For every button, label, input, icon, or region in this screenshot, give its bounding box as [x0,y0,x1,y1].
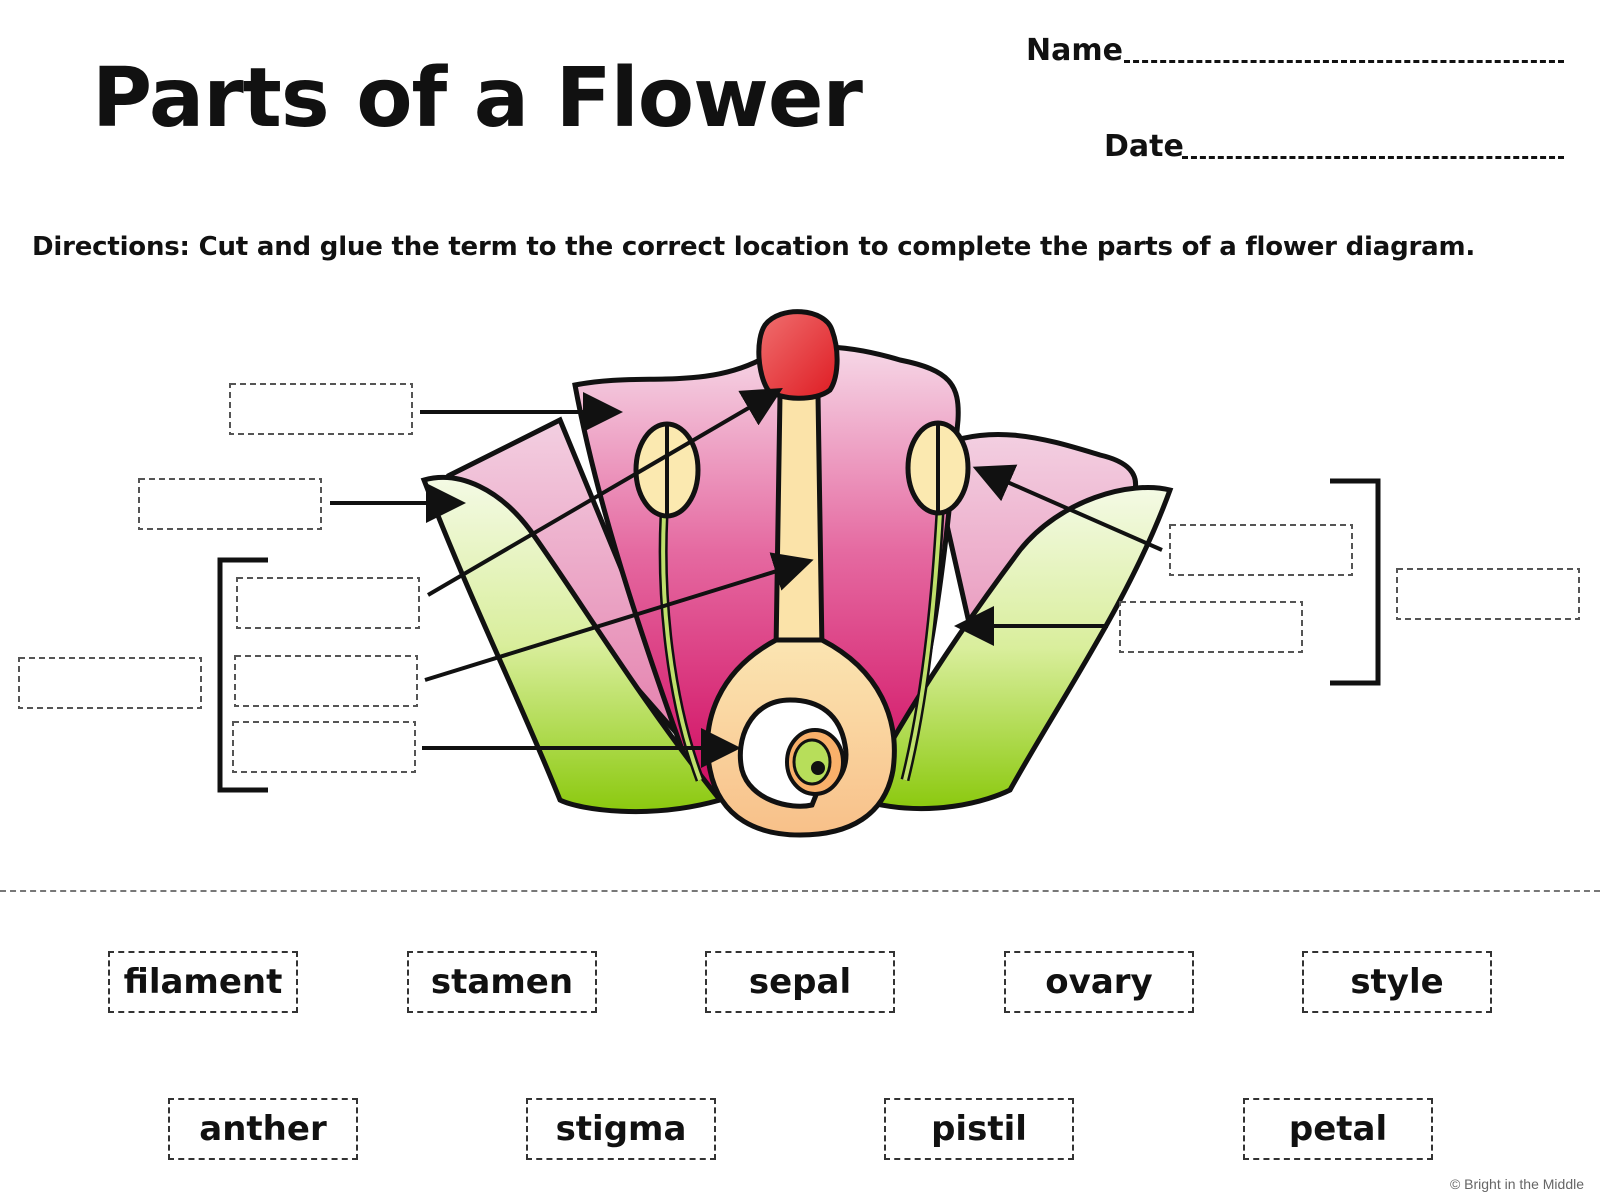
blank-sepal-pointer [138,478,322,530]
ovule-nucleus [811,761,825,775]
directions-text: Directions: Cut and glue the term to the… [32,232,1476,262]
date-label: Date [1104,129,1184,164]
name-label: Name [1026,33,1123,68]
ovule [792,738,832,786]
name-field[interactable] [1124,60,1564,63]
term-ovary[interactable]: ovary [1004,951,1194,1013]
cut-line [0,890,1600,892]
blank-ovary [232,721,416,773]
bracket-right [1330,478,1381,686]
term-sepal[interactable]: sepal [705,951,895,1013]
blank-pistil [18,657,202,709]
stigma [756,309,840,401]
term-style[interactable]: style [1302,951,1492,1013]
filament-right-inner [903,511,942,781]
blank-anther [1169,524,1353,576]
style [773,392,825,653]
blank-stigma [236,577,420,629]
blank-filament [1119,601,1303,653]
arrow-stigma [426,387,783,597]
page-title: Parts of a Flower [92,51,863,146]
term-anther[interactable]: anther [168,1098,358,1160]
blank-stamen [1396,568,1580,620]
blank-style [234,655,418,707]
date-field[interactable] [1182,156,1564,159]
blank-petal-pointer [229,383,413,435]
flower-diagram [18,309,1580,838]
term-filament[interactable]: filament [108,951,298,1013]
bracket-left [217,557,268,793]
pointer-arrows [330,387,1163,768]
term-pistil[interactable]: pistil [884,1098,1074,1160]
term-petal[interactable]: petal [1243,1098,1433,1160]
copyright: © Bright in the Middle [1449,1176,1584,1192]
term-stigma[interactable]: stigma [526,1098,716,1160]
label-blanks [18,383,1580,773]
petal-back-left [445,416,703,762]
anther-right [905,420,971,516]
arrow-style [424,552,814,682]
arrow-anther [972,464,1163,552]
term-stamen[interactable]: stamen [407,951,597,1013]
